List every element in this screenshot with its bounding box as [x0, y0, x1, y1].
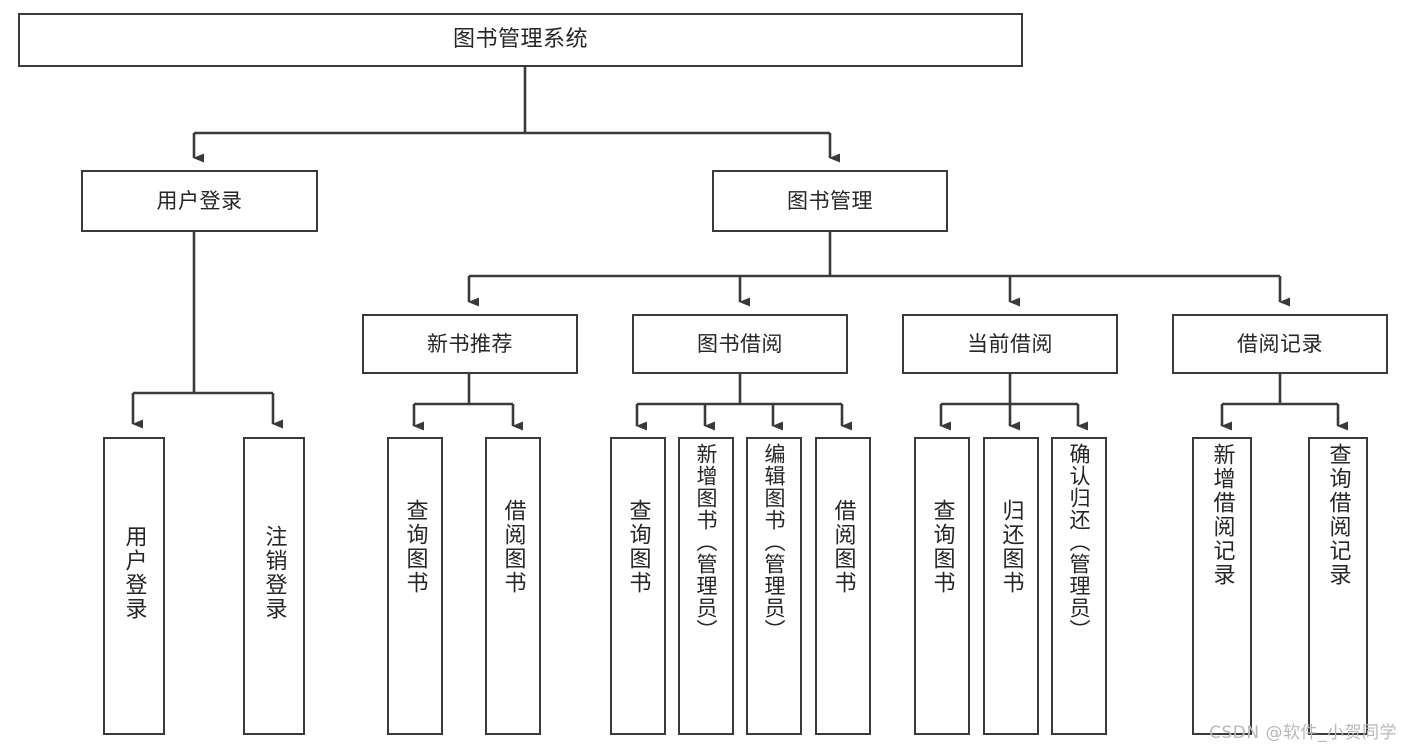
- leaf-node-user-login[interactable]: 用户登录: [103, 437, 165, 735]
- leaf-node-edit-book-admin[interactable]: 编辑图书（管理员）: [746, 437, 802, 735]
- node-current-borrow[interactable]: 当前借阅: [902, 314, 1118, 374]
- node-label: 当前借阅: [967, 331, 1053, 356]
- node-label: 图书管理系统: [452, 27, 588, 53]
- node-label: 查询图书: [929, 499, 955, 595]
- leaf-node-borrow-book-recommend[interactable]: 借阅图书: [485, 437, 541, 735]
- node-label: 编辑图书（管理员）: [762, 443, 787, 641]
- leaf-node-query-book-borrow[interactable]: 查询图书: [610, 437, 666, 735]
- node-label: 新书推荐: [427, 331, 513, 356]
- node-label: 图书借阅: [697, 331, 783, 356]
- node-label: 查询借阅记录: [1325, 443, 1351, 587]
- node-label: 用户登录: [156, 188, 243, 213]
- node-label: 查询图书: [625, 499, 651, 595]
- leaf-node-add-book-admin[interactable]: 新增图书（管理员）: [678, 437, 734, 735]
- node-book-borrow[interactable]: 图书借阅: [632, 314, 848, 374]
- leaf-node-query-borrow-record[interactable]: 查询借阅记录: [1308, 437, 1368, 735]
- node-label: 用户登录: [121, 525, 147, 621]
- node-label: 新增图书（管理员）: [694, 443, 719, 641]
- node-label: 图书管理: [787, 188, 873, 213]
- leaf-node-confirm-return-admin[interactable]: 确认归还（管理员）: [1051, 437, 1107, 735]
- node-label: 注销登录: [261, 525, 287, 621]
- node-label: 查询图书: [402, 499, 428, 595]
- node-label: 借阅记录: [1237, 331, 1323, 356]
- node-label: 借阅图书: [500, 499, 526, 595]
- node-book-management[interactable]: 图书管理: [712, 170, 948, 232]
- node-label: 借阅图书: [830, 499, 856, 595]
- leaf-node-borrow-book[interactable]: 借阅图书: [815, 437, 871, 735]
- leaf-node-query-book-recommend[interactable]: 查询图书: [387, 437, 443, 735]
- node-book-management-system[interactable]: 图书管理系统: [18, 13, 1023, 67]
- leaf-node-logout-login[interactable]: 注销登录: [243, 437, 305, 735]
- csdn-watermark: CSDN @软件_小贺同学: [1209, 723, 1397, 743]
- leaf-node-add-borrow-record[interactable]: 新增借阅记录: [1192, 437, 1252, 735]
- node-label: 确认归还（管理员）: [1067, 443, 1092, 641]
- node-label: 新增借阅记录: [1209, 443, 1235, 587]
- node-label: 归还图书: [998, 499, 1024, 595]
- node-borrow-record[interactable]: 借阅记录: [1172, 314, 1388, 374]
- node-user-login[interactable]: 用户登录: [81, 170, 318, 232]
- node-new-book-recommend[interactable]: 新书推荐: [362, 314, 578, 374]
- leaf-node-return-book[interactable]: 归还图书: [983, 437, 1039, 735]
- leaf-node-query-book-current[interactable]: 查询图书: [914, 437, 970, 735]
